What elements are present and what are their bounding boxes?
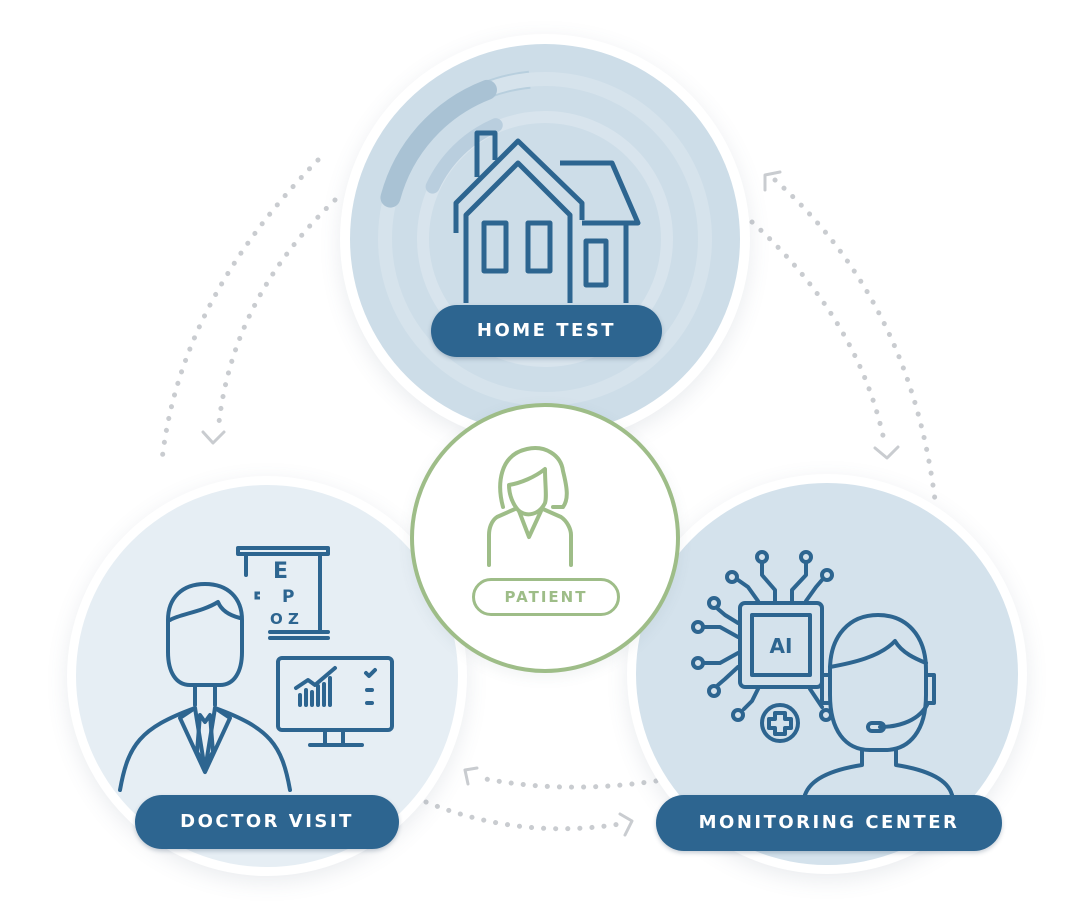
arrowhead-down-right [873,445,900,460]
arrowhead-right-bottom [618,812,634,837]
chip-label: AI [770,634,793,658]
home-test-circle [350,44,740,434]
arrowhead-up-right [763,170,782,192]
arrowhead-left-bottom [463,766,479,786]
doctor-visit-label-text: DOCTOR VISIT [180,811,354,832]
arrow-left-outer [159,157,321,463]
patient-label[interactable]: PATIENT [472,578,620,616]
home-test-label-text: HOME TEST [476,320,617,341]
arrowhead-down-left [201,430,226,445]
ai-operator-icon: AI [691,550,954,807]
doctor-visit-label[interactable]: DOCTOR VISIT [135,795,399,849]
arrow-doctor-to-monitor [423,799,623,832]
arrow-monitor-to-home [772,177,938,503]
monitoring-center-label-text: MONITORING CENTER [698,812,960,833]
arrow-monitor-to-doctor [473,774,659,790]
eye-chart-e: E [273,559,288,584]
home-rings [375,68,715,409]
arrow-home-to-monitor [749,219,888,448]
monitoring-center-label[interactable]: MONITORING CENTER [656,795,1002,851]
doctor-icon: E P O Z [118,546,394,792]
patient-label-text: PATIENT [504,588,588,606]
eye-chart-p: P [282,587,294,607]
home-test-label[interactable]: HOME TEST [431,305,662,357]
eye-chart-oz: O Z [270,610,299,628]
patient-woman-icon [487,446,573,567]
house-icon [453,130,641,303]
arrow-home-to-doctor [215,197,338,435]
